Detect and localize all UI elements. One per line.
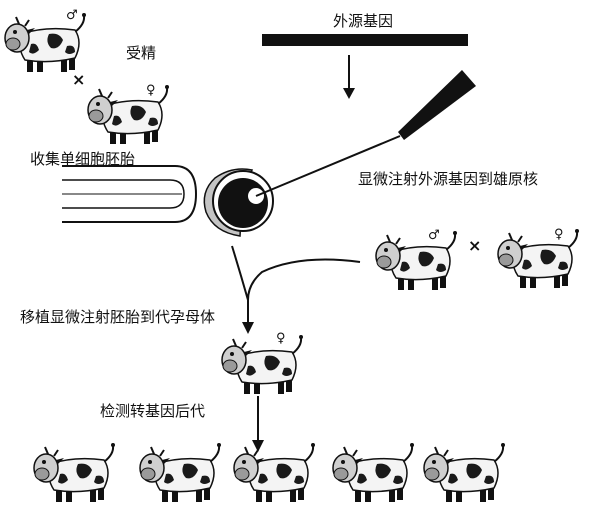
male-symbol: ♂	[428, 228, 440, 243]
label-foreign-gene: 外源基因	[333, 12, 394, 30]
male-symbol: ♂	[66, 8, 78, 23]
cow-icon	[33, 442, 116, 503]
cow-icon	[332, 442, 415, 503]
label-detect: 检测转基因后代	[100, 402, 206, 420]
cross-symbol: ×	[468, 236, 482, 255]
cow-icon	[375, 230, 458, 291]
embryo-path	[231, 245, 249, 301]
female-symbol: ♀	[554, 227, 564, 242]
gene-arrow-head	[343, 88, 355, 99]
micro-needle-icon	[255, 70, 476, 197]
label-collect-embryo: 收集单细胞胚胎	[30, 150, 136, 168]
cow-icon	[221, 334, 304, 395]
label-transplant: 移植显微注射胚胎到代孕母体	[20, 308, 216, 326]
label-microinjection: 显微注射外源基因到雄原核	[358, 170, 539, 188]
gene-bar-icon	[262, 34, 468, 46]
offspring-arrow-head	[252, 440, 264, 452]
female-symbol: ♀	[276, 331, 286, 346]
pipette-icon	[62, 165, 198, 223]
cow-icon	[87, 84, 170, 145]
cow-icon	[497, 228, 580, 289]
cow-icon	[423, 442, 506, 503]
cow-icon	[139, 442, 222, 503]
transfer-arrow-head	[242, 322, 254, 334]
cross-symbol: ×	[72, 70, 86, 89]
label-fertilization: 受精	[126, 44, 157, 62]
female-symbol: ♀	[146, 83, 156, 98]
parents-path	[247, 258, 361, 301]
embryo-icon	[203, 168, 274, 237]
cow-icon	[233, 442, 316, 503]
